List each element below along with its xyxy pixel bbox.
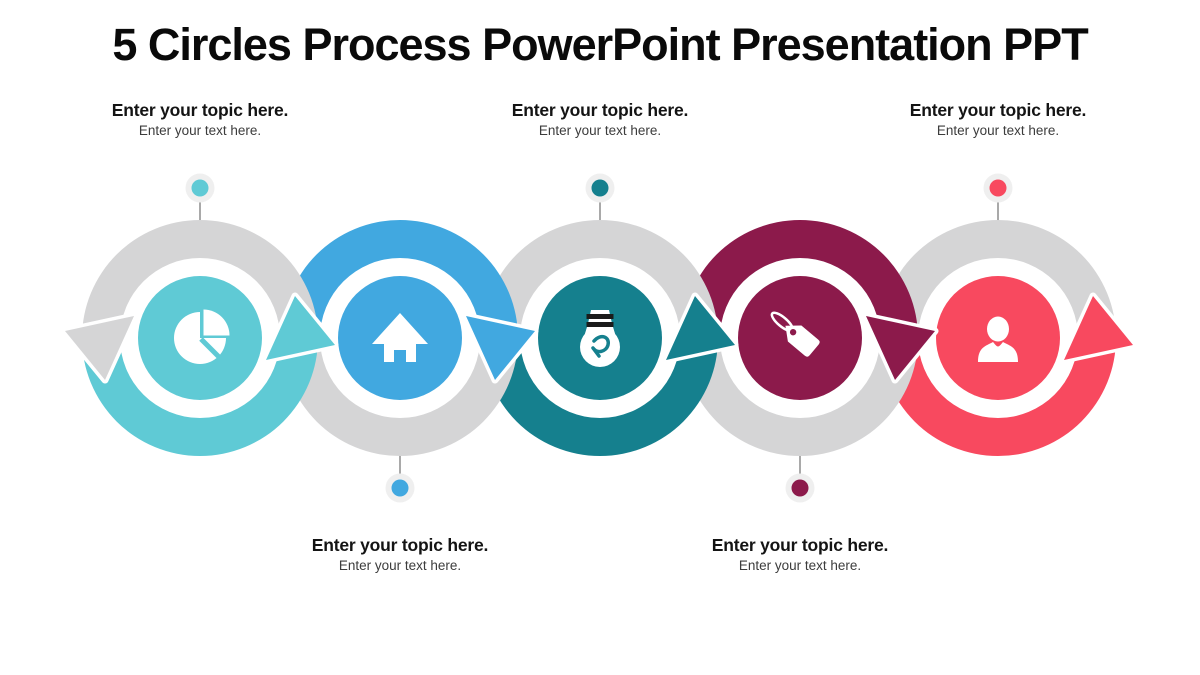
connector-dot [591,179,609,197]
topic-label-step-2: Enter your topic here. Enter your text h… [280,535,520,574]
cycle-arc-colored [682,220,918,338]
cycle-arrow-gray [61,312,138,384]
cycle-arc-gray [880,220,1116,338]
money-bag-icon [580,310,620,367]
topic-label-step-1: Enter your topic here. Enter your text h… [80,100,320,139]
topic-subtext: Enter your text here. [138,123,262,139]
cycle-arrow [462,312,539,384]
slide-title: 5 Circles Process PowerPoint Presentatio… [112,19,1088,70]
topic-subtext: Enter your text here. [936,123,1060,139]
pie-chart-icon [174,309,230,364]
connector-dot [191,179,209,197]
cycle-arrow [1060,292,1137,364]
topic-subtext: Enter your text here. [538,123,662,139]
topic-heading: Enter your topic here. [311,535,489,555]
cycle-arc-gray [482,220,718,338]
topic-label-step-5: Enter your topic here. Enter your text h… [878,100,1118,139]
cycle-arc-gray [82,220,318,338]
process-circle-2 [282,220,539,503]
process-circle-4 [682,220,939,503]
connector-dot [791,479,809,497]
cycle-arc-colored [82,338,318,456]
topic-heading: Enter your topic here. [111,100,289,120]
price-tag-icon [770,311,820,357]
cycle-arc-colored [880,338,1116,456]
process-circle-5 [880,173,1137,456]
process-circle-1 [61,173,339,456]
connector-dot [989,179,1007,197]
topic-subtext: Enter your text here. [338,558,462,574]
cycle-arrow [862,312,939,384]
user-icon [978,316,1018,362]
topic-heading: Enter your topic here. [909,100,1087,120]
topic-heading: Enter your topic here. [511,100,689,120]
topic-heading: Enter your topic here. [711,535,889,555]
cycle-arc-gray [282,338,518,456]
home-icon [372,313,428,362]
topic-label-step-3: Enter your topic here. Enter your text h… [480,100,720,139]
cycle-arc-colored [282,220,518,338]
connector-dot [391,479,409,497]
topic-subtext: Enter your text here. [738,558,862,574]
cycle-arc-colored [482,338,718,456]
cycle-arrow [262,292,339,364]
cycle-arc-gray [682,338,918,456]
topic-label-step-4: Enter your topic here. Enter your text h… [680,535,920,574]
cycle-arrow [662,292,739,364]
process-circle-3 [482,173,739,456]
